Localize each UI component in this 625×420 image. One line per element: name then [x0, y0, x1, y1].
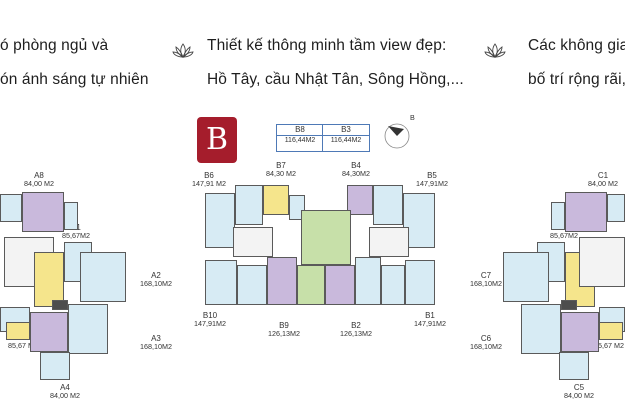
plan-unit-c4 — [599, 322, 623, 340]
plan-unit-a4 — [30, 312, 68, 352]
plan-stair-c — [561, 300, 577, 310]
plan-unit-a1 — [34, 252, 64, 307]
building-b-floorplan — [205, 185, 437, 310]
unit-b8-area: 116,44M2 — [284, 137, 316, 144]
plan-stair-a — [52, 300, 68, 310]
plan-unit-a8 — [22, 192, 64, 232]
plan-unit-b10 — [205, 260, 237, 305]
unit-b8-code: B8 — [277, 125, 323, 136]
lotus-icon — [172, 40, 194, 62]
building-a-floorplan — [0, 192, 128, 382]
unit-b3-code: B3 — [323, 125, 369, 136]
plan-unit-b5 — [403, 193, 435, 248]
plan-unit-b1b — [381, 265, 405, 305]
plan-unit-b9 — [267, 257, 297, 305]
plan-common-area — [301, 210, 351, 265]
feature-1-line-1: ó phòng ngủ và — [0, 37, 109, 54]
lotus-icon — [484, 40, 506, 62]
plan-unit-b7 — [263, 185, 289, 215]
building-b-badge: B — [197, 117, 237, 163]
building-c-floorplan — [503, 192, 625, 382]
plan-unit-c5 — [561, 312, 599, 352]
plan-unit-a3 — [68, 304, 108, 354]
plan-unit-a8b — [64, 202, 78, 230]
feature-1-line-2: ón ánh sáng tự nhiên — [0, 71, 149, 88]
plan-unit-b6 — [205, 193, 235, 248]
plan-unit-a4b — [40, 352, 70, 380]
plan-unit-c6 — [521, 304, 561, 354]
plan-unit-c1b — [551, 202, 565, 230]
plan-unit-a-left — [0, 194, 22, 222]
feature-3-line-2: bố trí rộng rãi, k — [528, 71, 625, 88]
plan-unit-c7 — [503, 252, 549, 302]
plan-core-left — [233, 227, 273, 257]
unit-b3-area: 116,44M2 — [330, 137, 362, 144]
plan-unit-c-right — [607, 194, 625, 222]
feature-2-line-2: Hồ Tây, cầu Nhật Tân, Sông Hồng,... — [207, 71, 464, 88]
plan-unit-b2 — [325, 265, 355, 305]
compass-letter: B — [410, 113, 415, 122]
unit-b8-box: B8 116,44M2 — [276, 124, 324, 152]
plan-unit-a5 — [6, 322, 30, 340]
plan-unit-b10b — [237, 265, 267, 305]
plan-unit-b2b — [355, 257, 381, 305]
unit-b3-box: B3 116,44M2 — [322, 124, 370, 152]
plan-unit-b5b — [373, 185, 403, 225]
plan-unit-a2 — [80, 252, 126, 302]
plan-unit-b4 — [347, 185, 373, 215]
feature-2-line-1: Thiết kế thông minh tầm view đẹp: — [207, 37, 447, 54]
plan-core-right — [369, 227, 409, 257]
plan-unit-b1 — [405, 260, 435, 305]
plan-unit-b9b — [297, 265, 325, 305]
plan-unit-b6b — [235, 185, 263, 225]
compass-icon — [382, 118, 416, 152]
plan-unit-c1 — [565, 192, 607, 232]
plan-core-c — [579, 237, 625, 287]
plan-unit-c5b — [559, 352, 589, 380]
feature-3-line-1: Các không gian — [528, 37, 625, 54]
